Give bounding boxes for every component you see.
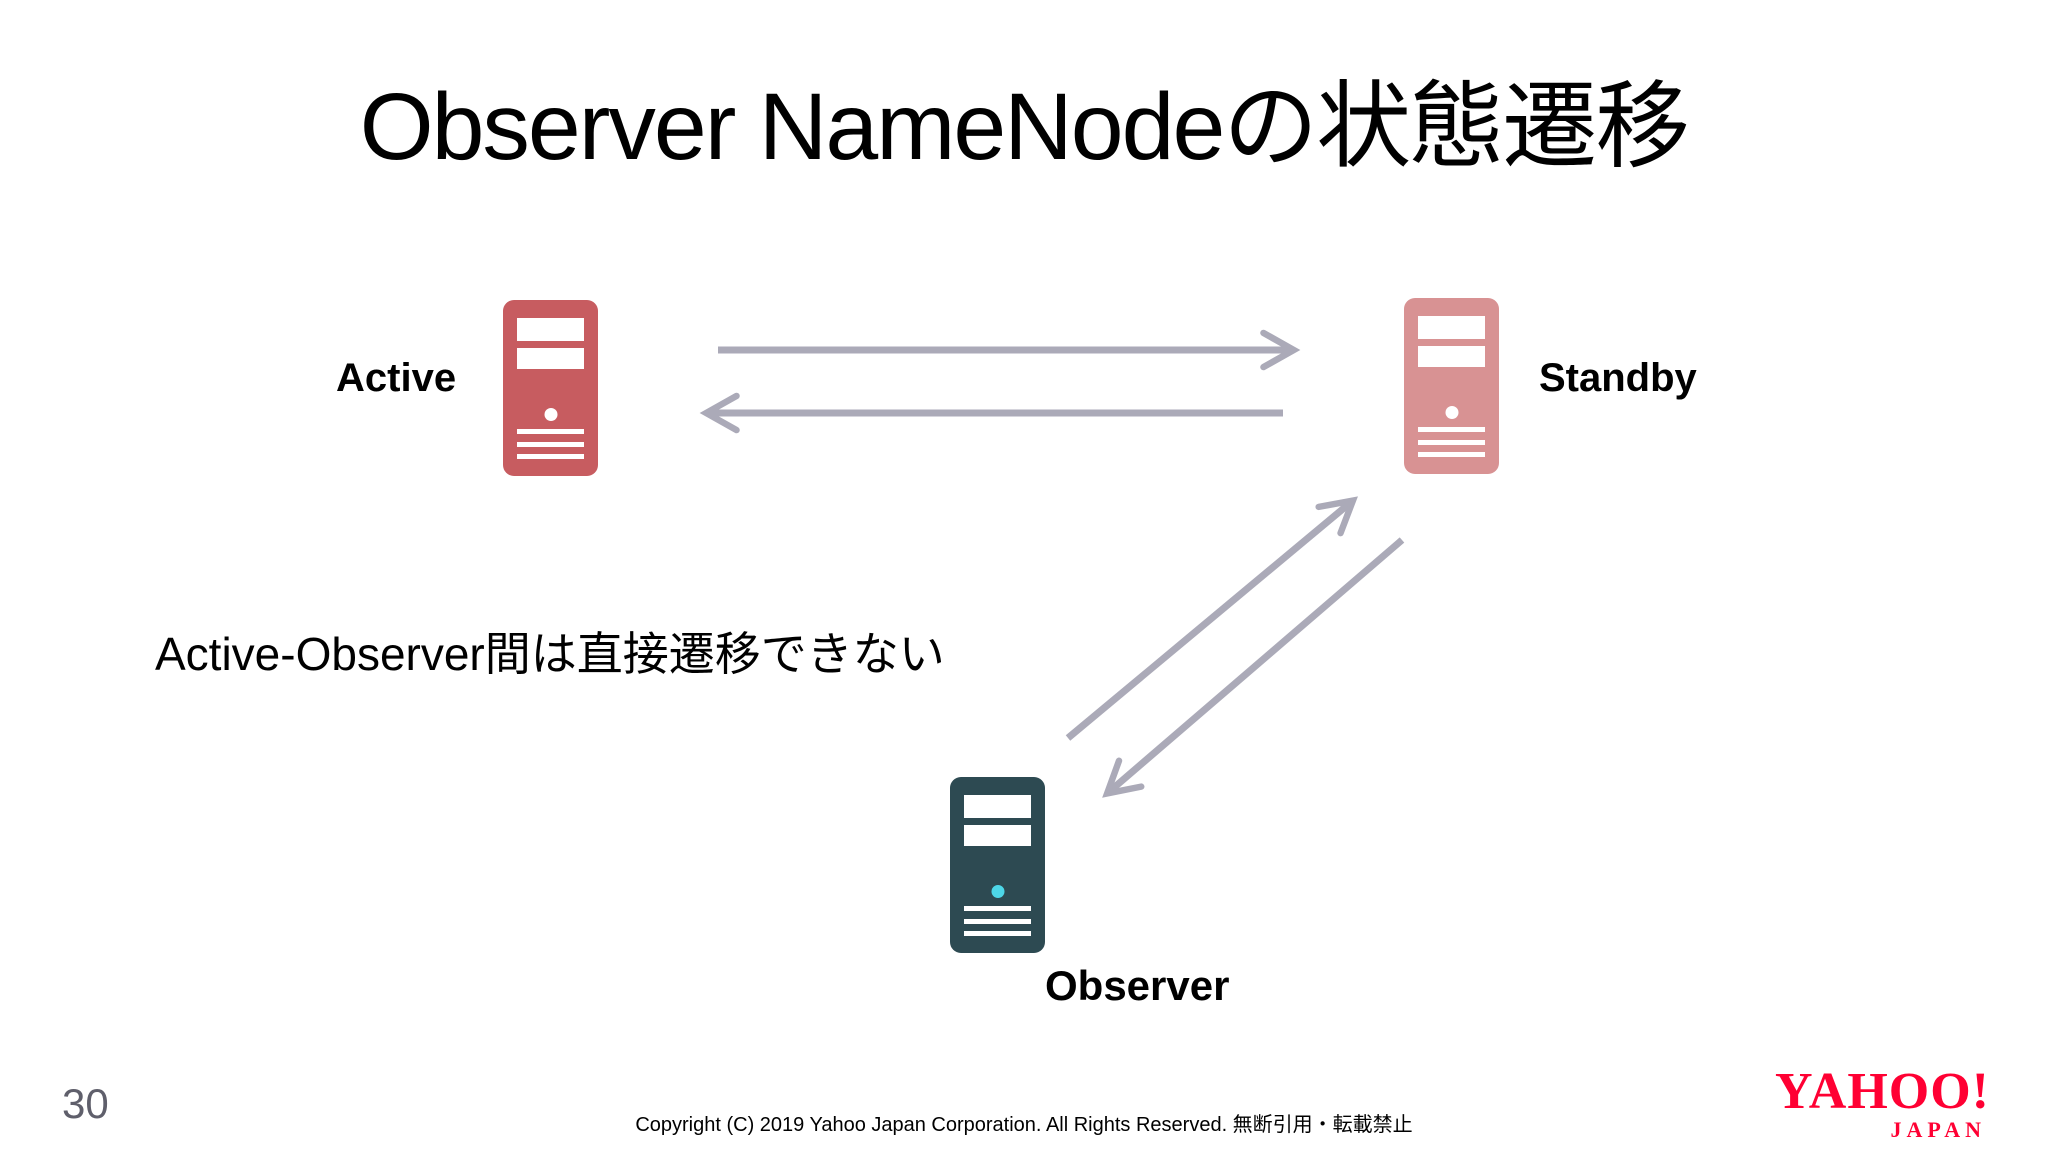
yahoo-japan-logo: YAHOO! JAPAN [1775,1066,1990,1141]
vent-stripe-icon [1418,427,1485,433]
active-server-icon [503,300,598,476]
drive-bay-icon [517,317,584,342]
node-label-observer: Observer [1045,962,1230,1009]
arrow-observer-to-standby [1065,496,1358,741]
drive-bay-icon [1418,315,1485,340]
vent-stripe-icon [517,454,584,459]
vent-stripe-icon [1418,452,1485,457]
vent-stripe-icon [964,906,1031,912]
drive-bay-icon [964,794,1031,819]
vent-stripe-icon [1418,439,1485,445]
page-number: 30 [62,1080,109,1127]
node-label-active: Active [336,356,457,400]
yahoo-logo-main: YAHOO! [1775,1063,1990,1120]
vent-stripe-icon [517,429,584,435]
drive-bay-icon [964,825,1031,846]
arrow-standby-to-observer [1102,537,1405,798]
copyright-text: Copyright (C) 2019 Yahoo Japan Corporati… [635,1114,1413,1136]
drive-bay-icon [517,348,584,369]
observer-server-icon [950,777,1045,953]
annotation-text: Active-Observer間は直接遷移できない [155,628,945,680]
node-label-standby: Standby [1539,356,1697,400]
drive-bay-icon [1418,346,1485,367]
power-led-icon [544,408,557,422]
power-led-icon [991,885,1004,899]
power-led-icon [1445,406,1458,420]
vent-stripe-icon [964,918,1031,924]
slide-title: Observer NameNodeの状態遷移 [359,74,1691,180]
vent-stripe-icon [517,441,584,447]
yahoo-logo-sub: JAPAN [1890,1117,1986,1142]
vent-stripe-icon [964,931,1031,936]
standby-server-icon [1404,298,1499,474]
